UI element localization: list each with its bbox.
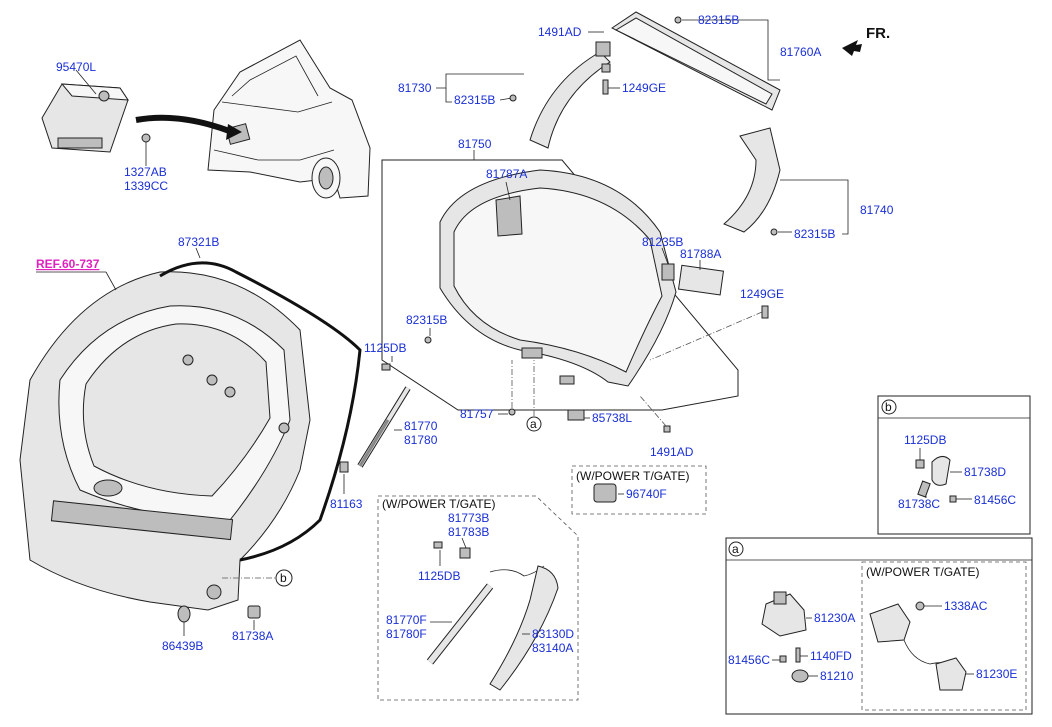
detail-a-marker [728,541,744,557]
screw-81456C-a [779,655,787,663]
bolt-1125DB [381,363,391,371]
label-1125DB: 1125DB [364,341,406,355]
label-1491AD-bottom: 1491AD [650,445,694,459]
bolt-1125DB-b [915,459,925,469]
label-82315B-top: 82315B [698,13,739,27]
weatherstrip-87321B [159,261,362,562]
front-arrow-icon [842,40,862,56]
label-81456C-a: 81456C [728,653,770,667]
grille-81788A [677,264,725,296]
label-81780F: 81780F [386,627,427,641]
label-81230E: 81230E [976,667,1017,681]
power-tailgate-box-strut [377,495,579,701]
latch-81230A [761,591,807,637]
label-1125DB-pw: 1125DB [418,569,460,583]
label-83140A: 83140A [532,641,573,655]
label-1249GE-right: 1249GE [740,287,784,301]
nut-1338AC [915,601,925,611]
label-81230A: 81230A [814,611,855,625]
label-81770: 81770 [404,419,438,433]
power-tailgate-label-3: (W/POWER T/GATE) [866,565,980,579]
label-81738D: 81738D [964,465,1006,479]
label-87321B: 87321B [178,235,219,249]
label-81738A: 81738A [232,629,273,643]
label-82315B-left: 82315B [406,313,447,327]
label-1338AC: 1338AC [944,599,988,613]
bumper-81163 [339,461,349,473]
label-83130D: 83130D [532,627,574,641]
label-1140FD: 1140FD [810,649,852,663]
label-86439B: 86439B [162,639,203,653]
module-95470L [41,83,151,153]
power-latch-81230E [869,603,967,691]
label-95470L: 95470L [56,60,96,74]
striker-81210 [791,669,809,683]
label-81750: 81750 [458,137,492,151]
tailgate-outer-panel [19,271,311,611]
switch-81738D [931,456,951,486]
screw-81456C-b [949,495,957,503]
power-tailgate-label-2: (W/POWER T/GATE) [382,497,496,511]
reference-link[interactable]: REF.60-737 [36,257,100,271]
label-82315B-mid: 82315B [454,93,495,107]
clip-81235B [661,263,675,281]
label-81740: 81740 [860,203,894,217]
label-81773B: 81773B [448,511,489,525]
label-1339CC: 1339CC [124,179,168,193]
tailgate-inner-trim-panel [439,169,677,421]
callout-a-text: a [530,417,537,431]
front-direction-indicator: FR. [842,25,890,56]
detail-b-marker [881,399,897,415]
bolt-1249GE-right [761,305,769,319]
callout-b-text: b [280,571,287,585]
power-tailgate-label-1: (W/POWER T/GATE) [576,469,690,483]
power-tailgate-box-latch [861,561,1027,711]
gas-strut-81770 [357,386,411,468]
label-81730: 81730 [398,81,432,95]
front-label: FR. [866,25,890,42]
label-81738C: 81738C [898,497,940,511]
detail-box-a [725,537,1033,715]
label-81770F: 81770F [386,613,427,627]
label-85738L: 85738L [592,411,632,425]
bolt-1140FD [795,647,801,663]
callout-b-marker [275,569,293,587]
label-1491AD-top: 1491AD [538,25,582,39]
cover-81738C [917,480,931,498]
label-81780: 81780 [404,433,438,447]
label-81787A: 81787A [486,167,527,181]
label-81760A: 81760A [780,45,821,59]
label-81757: 81757 [460,407,494,421]
callout-a-marker [526,416,542,432]
label-96740F: 96740F [626,487,667,501]
bracket-81773B [459,547,471,559]
label-81456C-b: 81456C [974,493,1016,507]
label-1249GE-top: 1249GE [622,81,666,95]
switch-81738A [247,605,261,619]
spoiler-83130D [489,565,559,691]
trim-81740 [723,127,781,236]
garnish-81730 [529,41,611,149]
power-tailgate-box-96740F [571,465,707,515]
label-81788A: 81788A [680,247,721,261]
label-81235B: 81235B [642,235,683,249]
emblem-86439B [177,605,191,623]
trim-81760A [611,11,781,111]
detail-b-text: b [885,400,892,414]
label-81783B: 81783B [448,525,489,539]
label-81210: 81210 [820,669,854,683]
bolt-1125DB-pw [433,541,443,549]
detail-box-b [877,395,1031,535]
vehicle-rear-view [135,39,371,199]
detail-a-text: a [732,542,739,556]
label-1327AB: 1327AB [124,165,167,179]
switch-96740F [593,483,617,503]
label-1125DB-b: 1125DB [904,433,946,447]
label-82315B-right: 82315B [794,227,835,241]
label-81163: 81163 [330,497,363,511]
